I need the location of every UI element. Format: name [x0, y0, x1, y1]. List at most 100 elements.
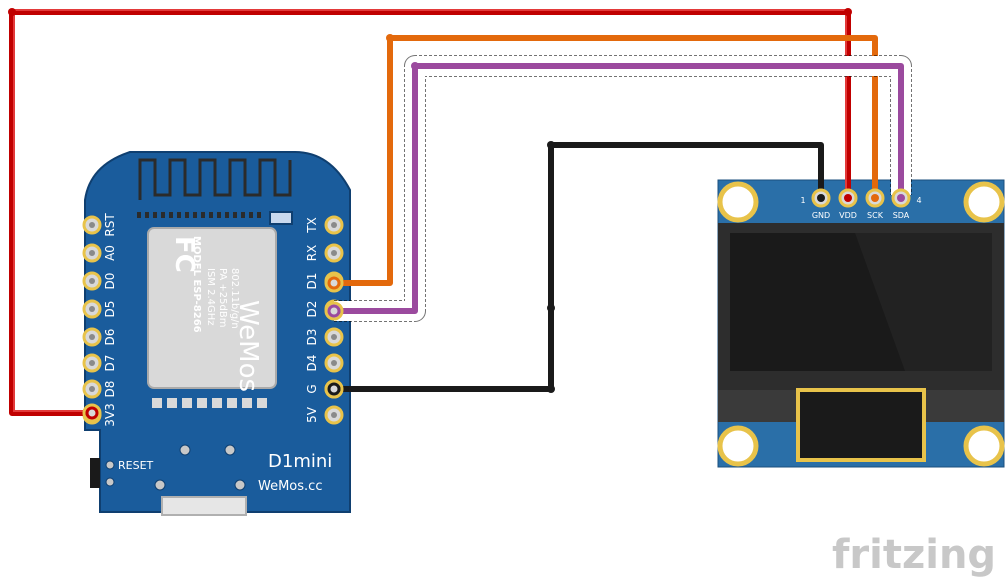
module-dot: [137, 212, 141, 218]
pin-hole: [331, 250, 337, 256]
wire-bendpoint[interactable]: [547, 141, 555, 149]
module-dot: [193, 212, 197, 218]
reset-button[interactable]: [90, 458, 100, 488]
pin-hole: [331, 222, 337, 228]
reset-label: RESET: [118, 459, 154, 472]
module-dot: [201, 212, 205, 218]
pin-connection-end: [327, 276, 341, 290]
pin-hole: [331, 360, 337, 366]
oled-pin-wire-end: [871, 194, 879, 202]
module-dot: [185, 212, 189, 218]
mount-hole: [234, 479, 246, 491]
left-pin-label: RST: [103, 213, 117, 237]
left-pin-label: A0: [103, 245, 117, 261]
mount-hole: [105, 477, 115, 487]
led-indicator: [269, 211, 293, 225]
wemos-d1-mini-board: FC WeMos MODEL ESP-8266 ISM 2.4GHz PA +2…: [82, 151, 351, 516]
pin-hole: [89, 386, 95, 392]
wire-bendpoint[interactable]: [547, 304, 555, 312]
pin-hole: [89, 250, 95, 256]
module-pad: [227, 398, 237, 408]
left-pin-label: D8: [103, 381, 117, 398]
left-pin-label: D5: [103, 301, 117, 318]
wire-bendpoint[interactable]: [844, 8, 852, 16]
oled-mount-hole: [963, 181, 1005, 223]
module-dot: [177, 212, 181, 218]
wire-bendpoint[interactable]: [386, 34, 394, 42]
module-dot: [257, 212, 261, 218]
module-fc-mark: FC: [169, 236, 199, 273]
module-pad: [257, 398, 267, 408]
oled-pin-label: SCK: [867, 211, 884, 220]
oled-flex-right: [926, 390, 1004, 422]
pin-hole: [89, 222, 95, 228]
pin-hole: [89, 306, 95, 312]
module-line-1: MODEL ESP-8266: [191, 236, 202, 333]
left-pin-label: D6: [103, 329, 117, 346]
pin-connection-end: [327, 304, 341, 318]
module-dot: [225, 212, 229, 218]
pin-connection-ring: [324, 379, 344, 399]
module-pad: [167, 398, 177, 408]
module-pad: [242, 398, 252, 408]
module-logo: WeMos: [233, 300, 263, 392]
pin-hole: [89, 360, 95, 366]
oled-pin-wire-end: [817, 194, 825, 202]
oled-mount-hole: [717, 181, 759, 223]
esp-module-text: FC WeMos MODEL ESP-8266 ISM 2.4GHz PA +2…: [169, 236, 263, 392]
oled-pin-label: VDD: [839, 211, 857, 220]
module-pad: [182, 398, 192, 408]
oled-mount-hole: [963, 425, 1005, 467]
right-pin-label: 5V: [305, 406, 319, 423]
esp-module: [147, 227, 277, 389]
mount-hole: [224, 444, 236, 456]
fritzing-watermark: fritzing: [832, 532, 996, 578]
right-pin-label: TX: [305, 217, 319, 234]
right-pin-label: D1: [305, 273, 319, 290]
usb-connector: [161, 496, 247, 516]
module-dot: [209, 212, 213, 218]
module-dot: [153, 212, 157, 218]
wire-bendpoint[interactable]: [8, 8, 16, 16]
module-pad: [152, 398, 162, 408]
board-brand: WeMos.cc: [258, 479, 322, 494]
oled-pin-ends: [811, 188, 911, 208]
board-name: D1mini: [268, 451, 332, 472]
left-pin-label: D0: [103, 273, 117, 290]
module-line-3: PA +25dBm: [217, 268, 228, 327]
mount-hole: [105, 460, 115, 470]
board-pin-ends: [82, 273, 344, 423]
wire-bendpoint[interactable]: [547, 385, 555, 393]
module-dot: [233, 212, 237, 218]
oled-glare: [855, 233, 992, 371]
pin-connection-ring: [324, 273, 344, 293]
module-pads: [152, 398, 267, 408]
module-dot: [241, 212, 245, 218]
wire-bendpoint[interactable]: [411, 62, 419, 70]
right-pin-label: G: [305, 384, 319, 393]
right-pin-label: D4: [305, 355, 319, 372]
pin-hole: [331, 334, 337, 340]
left-pin-label: D7: [103, 355, 117, 372]
module-dots: [137, 212, 261, 218]
pin-connection-end: [327, 382, 341, 396]
module-dot: [249, 212, 253, 218]
module-line-4: 802.11b/g/n: [229, 268, 240, 329]
pin-connection-ring: [324, 301, 344, 321]
pin-hole: [89, 334, 95, 340]
module-line-2: ISM 2.4GHz: [205, 268, 216, 326]
oled-pin-wire-end: [897, 194, 905, 202]
module-dot: [161, 212, 165, 218]
right-pin-label: D3: [305, 329, 319, 346]
oled-flex-left: [718, 390, 796, 422]
pcb-antenna: [138, 158, 292, 200]
pin-connection-ring: [82, 403, 102, 423]
oled-pin-number: 4: [916, 196, 921, 205]
oled-pin-wire-end: [844, 194, 852, 202]
module-pad: [197, 398, 207, 408]
left-pin-label: 3V3: [103, 403, 117, 426]
module-dot: [217, 212, 221, 218]
module-pad: [212, 398, 222, 408]
